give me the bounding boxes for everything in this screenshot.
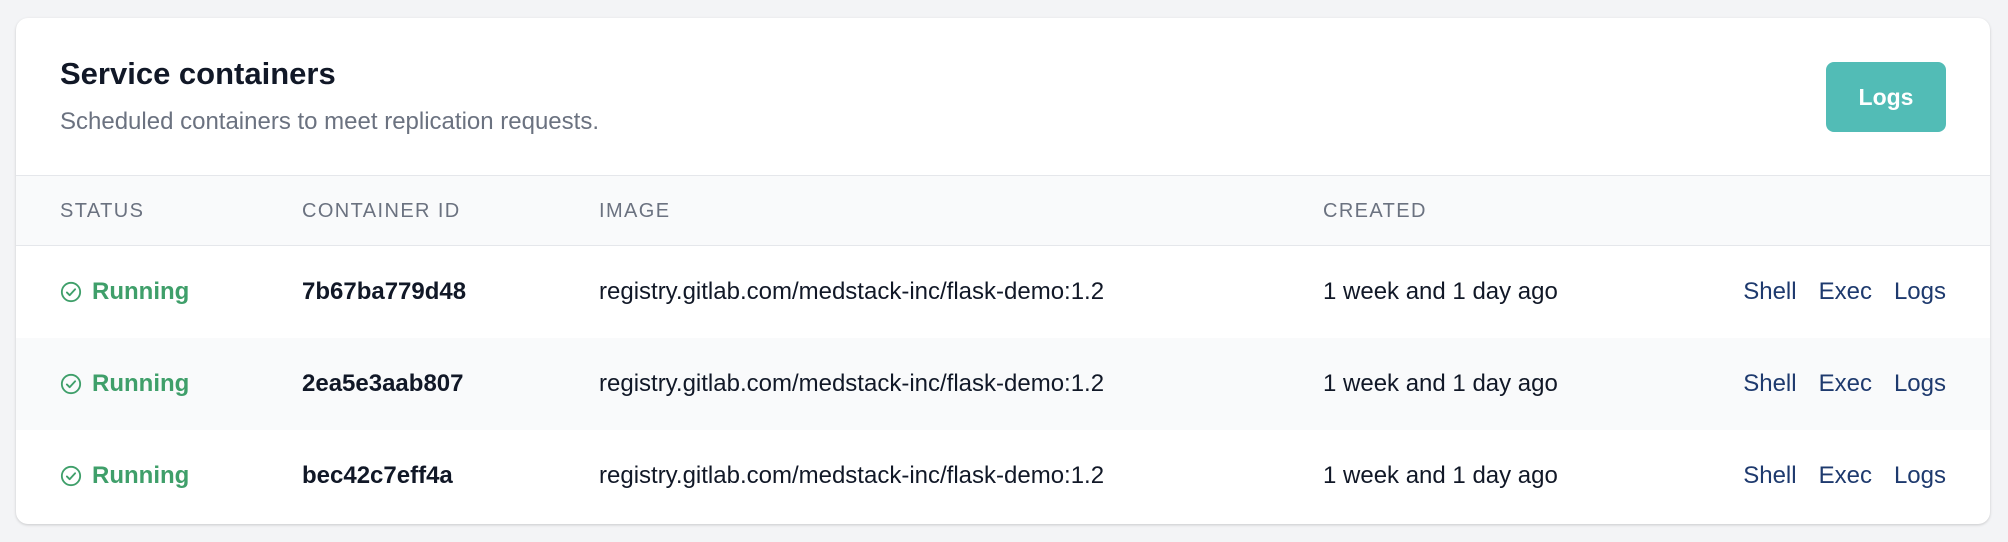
exec-link[interactable]: Exec: [1818, 462, 1872, 489]
column-header-status: STATUS: [60, 200, 145, 222]
status-cell: Running: [60, 338, 189, 430]
row-actions: Shell Exec Logs: [1743, 338, 1946, 430]
check-circle-icon: [60, 281, 82, 303]
shell-link[interactable]: Shell: [1743, 370, 1797, 397]
logs-link[interactable]: Logs: [1893, 278, 1946, 305]
logs-link[interactable]: Logs: [1893, 370, 1946, 397]
container-image: registry.gitlab.com/medstack-inc/flask-d…: [599, 462, 1105, 489]
check-circle-icon: [60, 373, 82, 395]
status-label: Running: [92, 462, 190, 489]
service-containers-card: Service containers Scheduled containers …: [16, 18, 1990, 524]
shell-link[interactable]: Shell: [1743, 462, 1797, 489]
status-cell: Running: [60, 246, 189, 338]
created-time: 1 week and 1 day ago: [1323, 370, 1558, 397]
exec-link[interactable]: Exec: [1818, 370, 1872, 397]
created-time: 1 week and 1 day ago: [1323, 462, 1558, 489]
table-row: Running 2ea5e3aab807 registry.gitlab.com…: [16, 338, 1990, 430]
container-id: 2ea5e3aab807: [302, 370, 464, 397]
table-header: STATUS CONTAINER ID IMAGE CREATED: [16, 176, 1990, 246]
logs-button[interactable]: Logs: [1826, 62, 1946, 132]
container-id: 7b67ba779d48: [302, 278, 467, 305]
status-label: Running: [92, 370, 190, 397]
column-header-created: CREATED: [1323, 200, 1427, 222]
row-actions: Shell Exec Logs: [1743, 246, 1946, 338]
check-circle-icon: [60, 465, 82, 487]
card-header: Service containers Scheduled containers …: [16, 18, 1990, 176]
shell-link[interactable]: Shell: [1743, 278, 1797, 305]
container-image: registry.gitlab.com/medstack-inc/flask-d…: [599, 370, 1105, 397]
status-cell: Running: [60, 430, 189, 522]
status-label: Running: [92, 278, 190, 305]
page-subtitle: Scheduled containers to meet replication…: [60, 108, 599, 135]
logs-link[interactable]: Logs: [1893, 462, 1946, 489]
container-id: bec42c7eff4a: [302, 462, 453, 489]
table-row: Running 7b67ba779d48 registry.gitlab.com…: [16, 246, 1990, 338]
created-time: 1 week and 1 day ago: [1323, 278, 1558, 305]
column-header-image: IMAGE: [599, 200, 671, 222]
table-row: Running bec42c7eff4a registry.gitlab.com…: [16, 430, 1990, 522]
column-header-container-id: CONTAINER ID: [302, 200, 461, 222]
exec-link[interactable]: Exec: [1818, 278, 1872, 305]
container-image: registry.gitlab.com/medstack-inc/flask-d…: [599, 278, 1105, 305]
page-title: Service containers: [60, 56, 336, 91]
row-actions: Shell Exec Logs: [1743, 430, 1946, 522]
